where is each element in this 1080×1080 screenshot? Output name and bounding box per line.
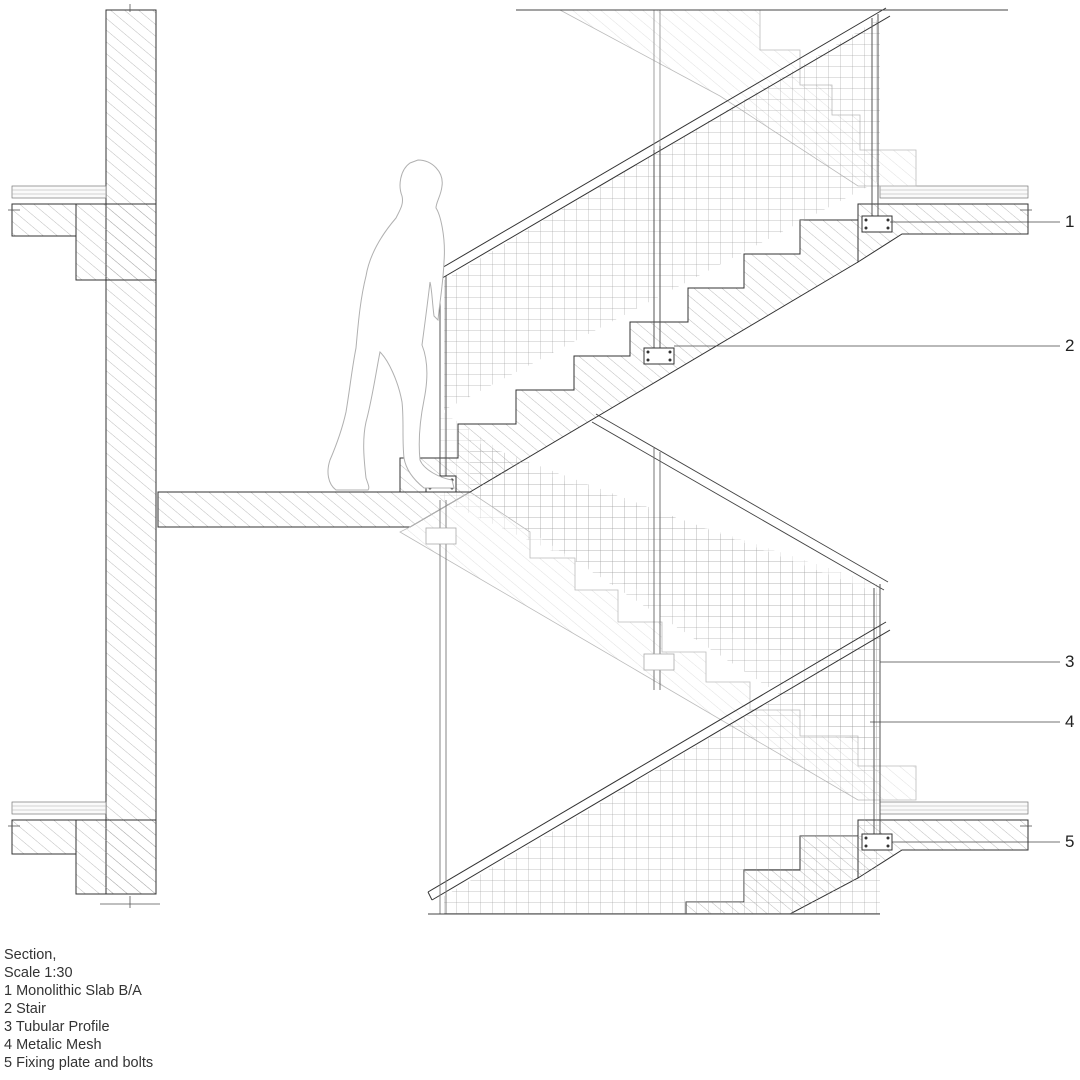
legend-item-5: 5 Fixing plate and bolts — [4, 1055, 154, 1071]
callout-1: 1 — [1065, 212, 1075, 231]
caption-scale: Scale 1:30 — [4, 965, 73, 981]
callout-4: 4 — [1065, 712, 1075, 731]
callout-3: 3 — [1065, 652, 1075, 671]
upper-right-slab — [857, 185, 1032, 263]
leader-lines — [674, 221, 1060, 843]
callout-2: 2 — [1065, 336, 1075, 355]
fixing-plate-upper — [861, 215, 893, 233]
left-wall — [100, 4, 160, 908]
upper-left-slab — [8, 185, 157, 281]
stair-section-drawing — [8, 4, 1060, 915]
fixing-plate-landing-ghost — [425, 527, 457, 545]
fixing-plate-mid-upper — [643, 347, 675, 365]
lower-left-slab — [8, 801, 157, 895]
caption-title: Section, — [4, 947, 57, 963]
person-silhouette — [327, 159, 455, 491]
legend-item-3: 3 Tubular Profile — [4, 1019, 110, 1035]
legend-item-4: 4 Metalic Mesh — [4, 1037, 102, 1053]
legend-item-1: 1 Monolithic Slab B/A — [4, 983, 142, 999]
upper-railing — [427, 7, 1008, 492]
fixing-plates — [425, 215, 893, 851]
drawing-caption: Section, Scale 1:30 1 Monolithic Slab B/… — [4, 946, 153, 1072]
fixing-plate-lower — [861, 833, 893, 851]
legend-item-2: 2 Stair — [4, 1001, 46, 1017]
callout-5: 5 — [1065, 832, 1075, 851]
fixing-plate-ghost — [643, 653, 675, 671]
lower-railing — [427, 500, 891, 915]
